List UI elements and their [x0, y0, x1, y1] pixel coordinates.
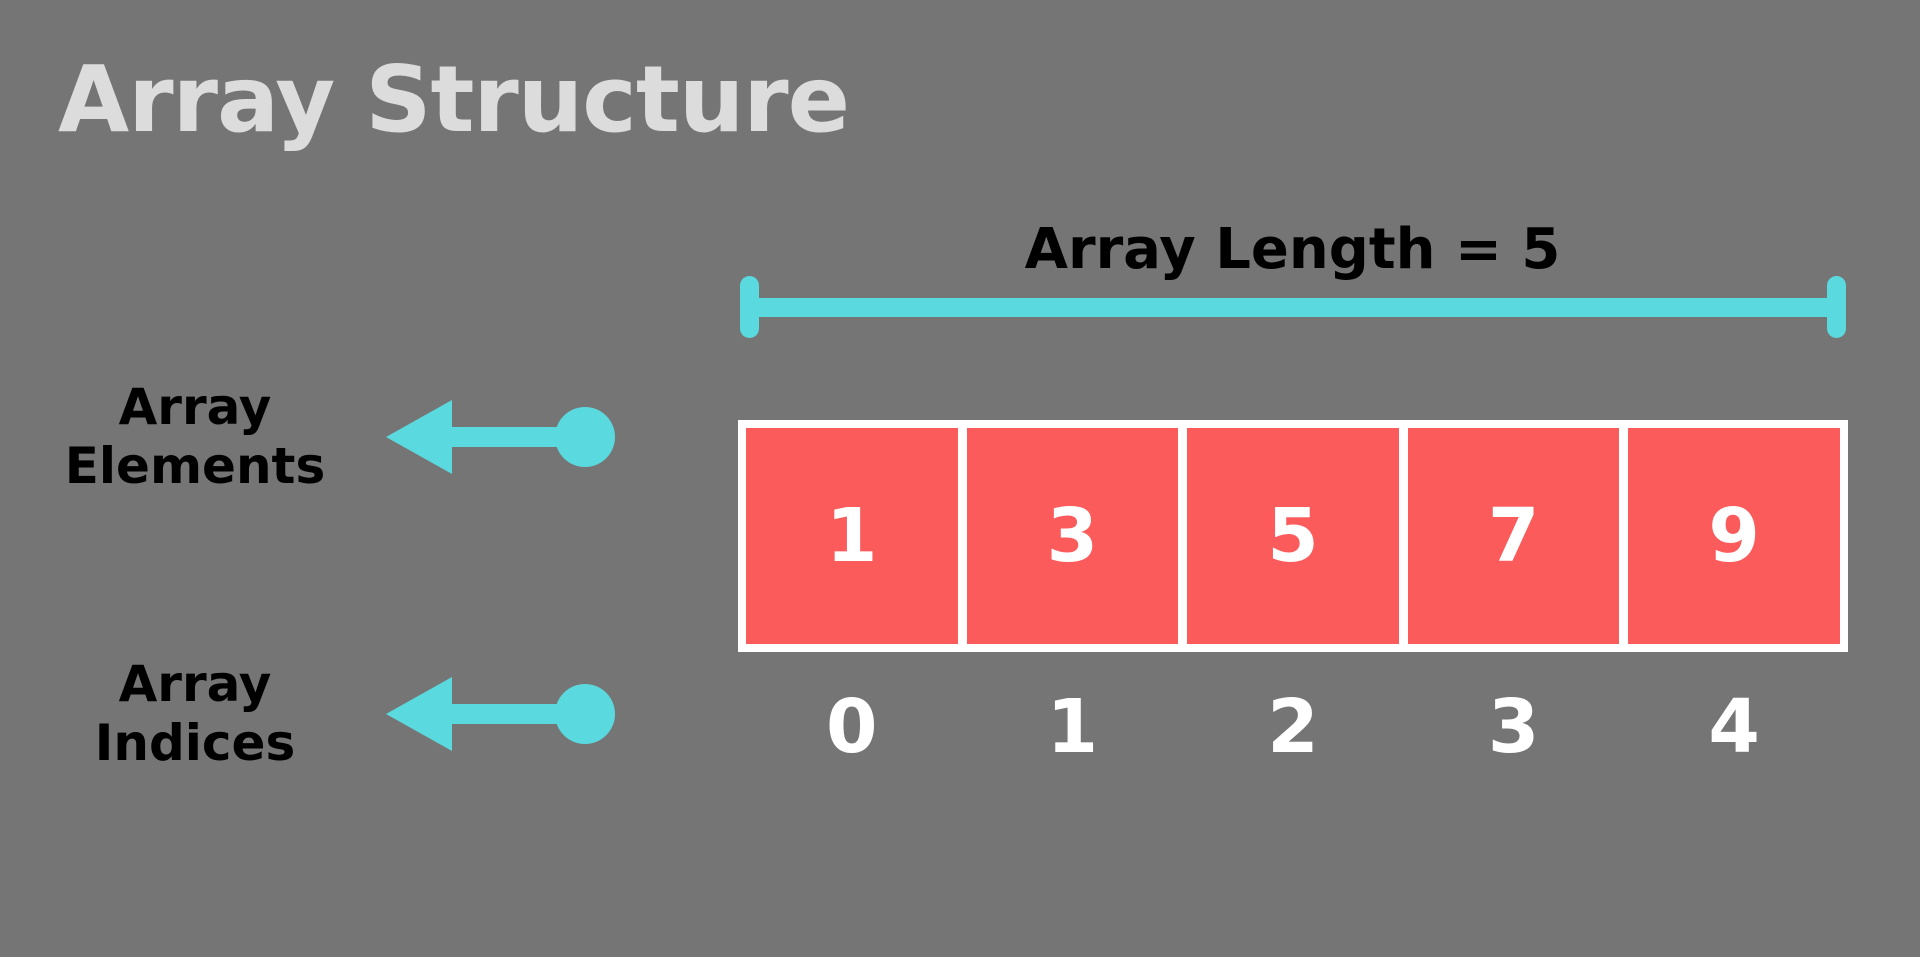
array-length-bracket [740, 276, 1846, 338]
annotation-label-line-2: Indices [94, 714, 296, 772]
array-index-label: 3 [1487, 684, 1540, 770]
annotation-label-line-1: Array [118, 378, 272, 436]
page-title: Array Structure [58, 46, 850, 153]
annotation-label-array-elements: Array Elements [30, 378, 360, 496]
array-cell[interactable]: 7 [1407, 428, 1620, 644]
left-arrow-pointer-icon [386, 677, 615, 751]
annotation-label-line-1: Array [118, 655, 272, 713]
bracket-bar [740, 298, 1846, 317]
bracket-cap-right-icon [1827, 276, 1846, 338]
array-index-label: 1 [1046, 684, 1099, 770]
array-length-label: Array Length = 5 [1024, 217, 1561, 282]
annotation-label-array-indices: Array Indices [30, 655, 360, 773]
annotation-label-line-2: Elements [64, 437, 326, 495]
left-arrow-pointer-icon [386, 400, 615, 474]
array-cell[interactable]: 1 [746, 428, 958, 644]
array-cell[interactable]: 3 [966, 428, 1179, 644]
array-index-label: 0 [826, 684, 878, 770]
annotation-array-elements: Array Elements [30, 378, 626, 496]
array-index-label: 2 [1267, 684, 1319, 770]
array-cell[interactable]: 5 [1187, 428, 1399, 644]
array-cells-container: 1 3 5 7 9 [738, 420, 1848, 652]
array-indices-container: 0 1 2 3 4 [738, 690, 1848, 764]
annotation-array-indices: Array Indices [30, 655, 626, 773]
array-cell[interactable]: 9 [1628, 428, 1840, 644]
array-index-label: 4 [1708, 684, 1760, 770]
